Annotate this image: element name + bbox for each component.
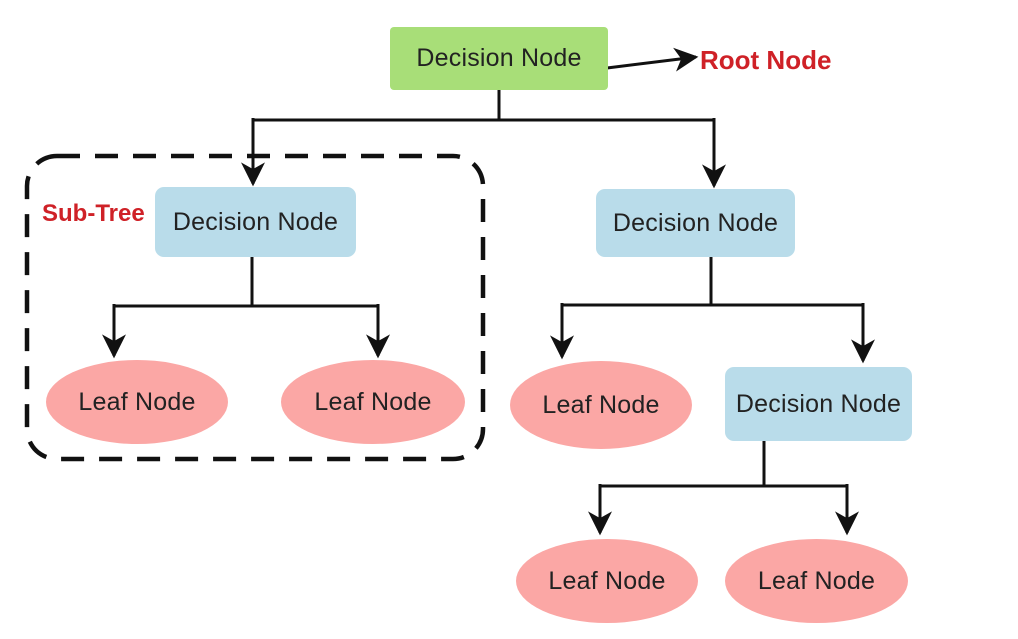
right-split-line — [562, 257, 863, 307]
root-node-annotation: Root Node — [700, 45, 832, 75]
node-subtree-leaf-right: Leaf Node — [281, 360, 465, 444]
node-right-decision-2: Decision Node — [725, 367, 912, 441]
node-root: Decision Node — [390, 27, 608, 90]
node-subtree-decision: Decision Node — [155, 187, 356, 257]
subtree-dashed-border — [24, 153, 486, 462]
subtree-split-line — [114, 257, 378, 308]
root-split-line — [253, 90, 714, 122]
bottom-split-line — [600, 441, 847, 488]
node-right-decision: Decision Node — [596, 189, 795, 257]
root-annotation-arrow — [606, 47, 699, 72]
node-right-leaf: Leaf Node — [510, 361, 692, 449]
subtree-annotation: Sub-Tree — [42, 200, 145, 227]
node-bottom-leaf-right: Leaf Node — [725, 539, 908, 623]
node-bottom-leaf-left: Leaf Node — [516, 539, 698, 623]
node-subtree-leaf-left: Leaf Node — [46, 360, 228, 444]
